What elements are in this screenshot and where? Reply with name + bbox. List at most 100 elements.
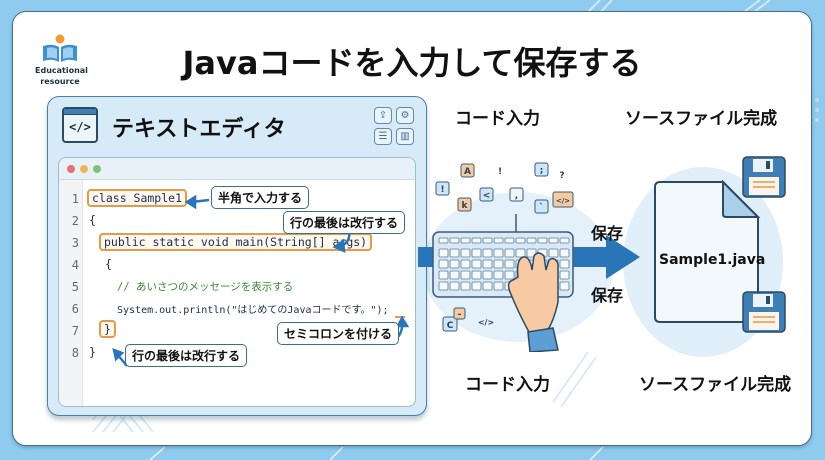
svg-text:!: ! — [440, 185, 444, 195]
keyboard-key — [515, 248, 526, 258]
code-line-2: { — [89, 213, 96, 227]
code-line-5: // あいさつのメッセージを表示する — [117, 281, 294, 293]
svg-text:,: , — [515, 191, 518, 201]
keyboard-key — [559, 281, 570, 291]
source-file-illustration — [654, 156, 786, 333]
svg-text:A: A — [464, 167, 471, 177]
svg-text:-: - — [458, 310, 462, 320]
code-line-3: public static void main(String[] args) — [99, 233, 373, 251]
keyboard-key — [438, 237, 449, 244]
keyboard-key — [548, 237, 559, 244]
line-number: 7 — [71, 324, 79, 338]
line-number: 1 — [71, 192, 79, 206]
svg-text:`: ` — [539, 202, 544, 213]
keyboard-key — [515, 237, 526, 244]
save-label-lower: 保存 — [591, 286, 624, 305]
maximize-dot[interactable] — [93, 165, 101, 173]
line-number: 2 — [71, 214, 79, 228]
svg-text:;: ; — [540, 166, 544, 176]
keyboard-key — [438, 259, 449, 269]
upload-icon[interactable]: ⇪ — [374, 107, 392, 124]
code-line-8: } — [89, 345, 96, 359]
keyboard-key — [449, 248, 460, 258]
keyboard-key — [460, 248, 471, 258]
code-line-6: System.out.println("はじめてのJavaコードです。"); — [117, 305, 389, 316]
keyboard-key — [471, 248, 482, 258]
minimize-dot[interactable] — [80, 165, 88, 173]
callout-newline-bottom: 行の最後は改行する — [125, 344, 248, 367]
keyboard-key — [504, 237, 515, 244]
keyboard-key — [559, 248, 570, 258]
code-input-label-bottom: コード入力 — [465, 375, 550, 395]
code-line-1: class Sample1 — [87, 189, 188, 207]
semicolon-underline — [395, 316, 405, 318]
line-number: 6 — [71, 302, 79, 316]
svg-text:C: C — [447, 321, 454, 331]
keyboard-key — [537, 237, 548, 244]
list-icon[interactable]: ☰ — [374, 128, 392, 145]
line-number: 4 — [71, 258, 79, 272]
callout-half-width: 半角で入力する — [211, 186, 310, 209]
code-window-titlebar — [59, 158, 415, 180]
code-window-icon: </> — [62, 107, 98, 143]
svg-text:k: k — [462, 201, 469, 211]
logo: Educational resource — [35, 34, 88, 86]
keyboard-key — [526, 237, 537, 244]
keyboard-key — [471, 270, 482, 280]
keyboard-key — [438, 270, 449, 280]
code-window[interactable]: 1 2 3 4 5 6 7 8 class Sample1 { public s… — [58, 157, 416, 407]
keyboard-key — [449, 237, 460, 244]
code-line-4: { — [105, 257, 112, 271]
floppy-disk-icon — [742, 156, 786, 198]
keyboard-key — [460, 270, 471, 280]
file-name-label: Sample1.java — [659, 252, 766, 268]
keyboard-key — [504, 259, 515, 269]
gear-icon[interactable]: ⚙ — [396, 107, 414, 124]
keyboard-key — [559, 259, 570, 269]
line-number-gutter — [59, 180, 83, 406]
logo-text-line1: Educational — [35, 66, 88, 75]
keyboard-key — [482, 237, 493, 244]
keyboard-key — [471, 237, 482, 244]
close-dot[interactable] — [67, 165, 75, 173]
keyboard-key — [482, 270, 493, 280]
keyboard-key — [449, 281, 460, 291]
flow-arrow-head — [606, 235, 640, 279]
keyboard-key — [493, 281, 504, 291]
keyboard-key — [438, 281, 449, 291]
keyboard-key — [493, 270, 504, 280]
keyboard-illustration: ! A k < , ; ` </> ? ! C - </> — [418, 162, 640, 352]
keyboard-key — [471, 281, 482, 291]
keyboard-key — [471, 259, 482, 269]
line-number: 5 — [71, 280, 79, 294]
svg-text:!: ! — [498, 167, 502, 177]
source-file-label-bottom: ソースファイル完成 — [639, 375, 792, 395]
keyboard-key — [482, 259, 493, 269]
keyboard-key — [482, 248, 493, 258]
keyboard-key — [504, 270, 515, 280]
editor-title: テキストエディタ — [112, 117, 286, 142]
logo-text-line2: resource — [40, 77, 80, 86]
keyboard-key — [493, 259, 504, 269]
main-card: Educational resource Javaコードを入力して保存する </… — [12, 11, 812, 446]
source-file-label-top: ソースファイル完成 — [625, 109, 778, 129]
svg-text:<: < — [483, 191, 491, 201]
svg-text:?: ? — [559, 171, 564, 181]
keyboard-key — [559, 270, 570, 280]
keyboard-key — [449, 270, 460, 280]
code-line-7: } — [99, 320, 116, 338]
page-title: Javaコードを入力して保存する — [182, 44, 642, 82]
floppy-disk-icon — [742, 291, 786, 333]
keyboard-key — [438, 248, 449, 258]
keyboard-key — [493, 237, 504, 244]
keyboard-key — [559, 237, 570, 244]
callout-newline-top: 行の最後は改行する — [283, 211, 406, 234]
keyboard-key — [482, 281, 493, 291]
text-editor-panel: </> テキストエディタ ⇪ ⚙ ☰ ▥ 1 2 3 4 5 6 7 8 cla… — [47, 96, 427, 416]
svg-text:</>: </> — [478, 318, 494, 327]
open-book-icon — [43, 34, 77, 62]
trash-icon[interactable]: ▥ — [396, 128, 414, 145]
keyboard-key — [548, 248, 559, 258]
svg-text:</>: </> — [556, 197, 570, 205]
save-label-upper: 保存 — [591, 224, 624, 243]
